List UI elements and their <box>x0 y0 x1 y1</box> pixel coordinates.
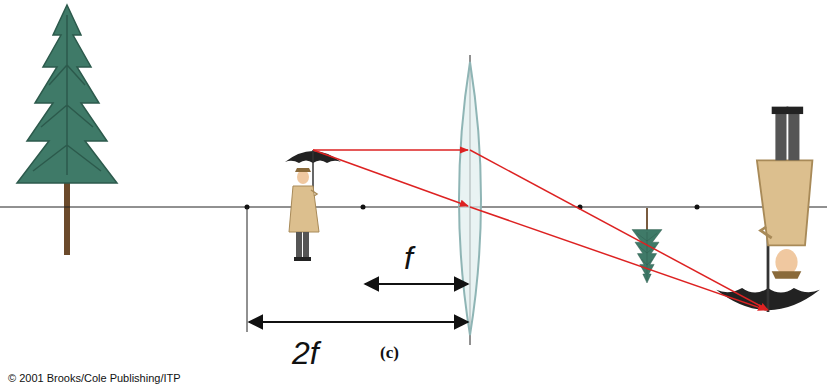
panel-letter: (c) <box>380 343 399 363</box>
double-focal-length-label: 2f <box>292 335 319 372</box>
copyright-note: © 2001 Brooks/Cole Publishing/ITP <box>8 372 181 384</box>
focal-length-label: f <box>404 240 413 277</box>
